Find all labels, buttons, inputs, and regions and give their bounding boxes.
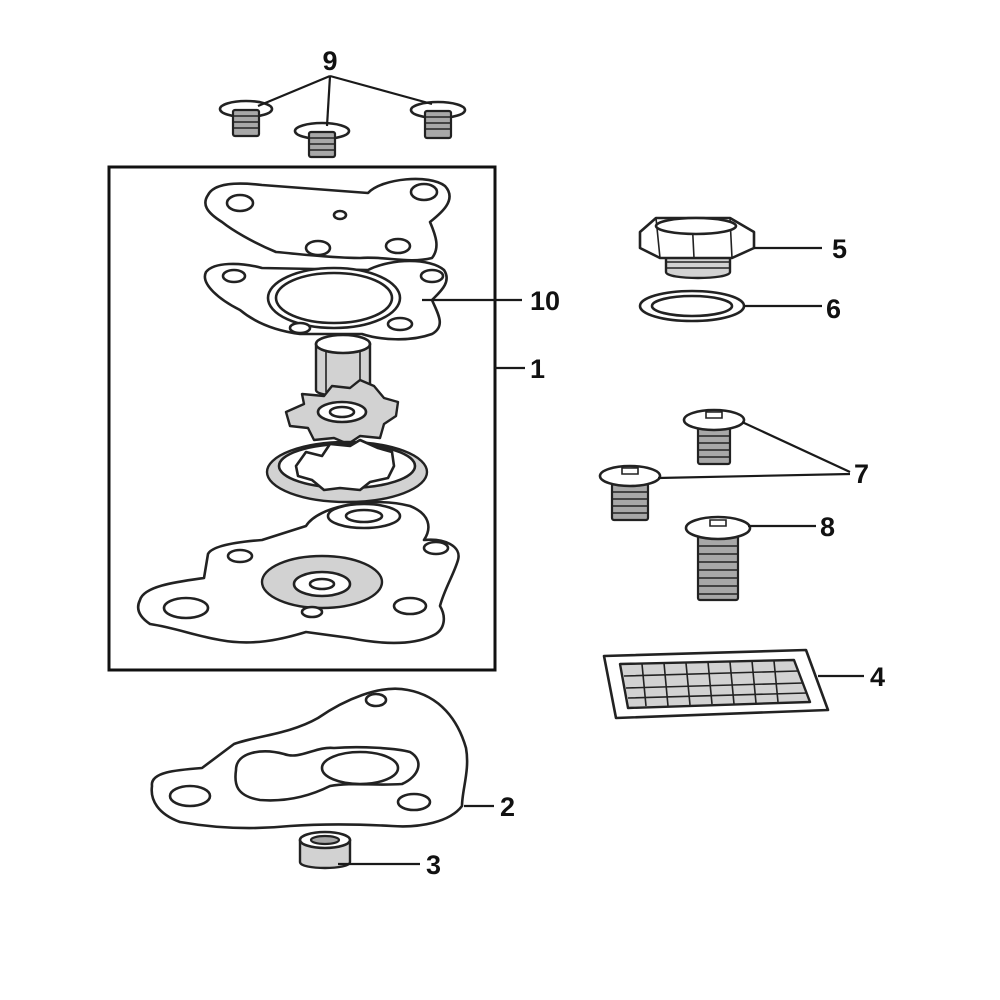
leader-9-right	[329, 74, 433, 106]
part-6-washer	[638, 289, 746, 323]
pump-housing	[136, 500, 460, 645]
callout-9: 9	[322, 46, 337, 76]
callout-4: 4	[870, 662, 885, 692]
part-9-screw-middle	[293, 121, 351, 159]
callout-1: 1	[530, 354, 545, 384]
inner-rotor	[284, 378, 400, 446]
assembly-1-frame	[107, 165, 497, 672]
callout-7: 7	[854, 459, 869, 489]
part-9-screw-left	[218, 99, 274, 138]
part-7-bolt-upper	[682, 408, 746, 466]
part-9-screw-right	[409, 100, 467, 140]
part-8-long-bolt	[684, 515, 752, 602]
callout-6: 6	[826, 294, 841, 324]
part-5-hex-plug	[638, 216, 756, 280]
callout-8: 8	[820, 512, 835, 542]
leader-lines	[257, 74, 864, 866]
part-3-bushing	[298, 830, 352, 870]
part-2-lower-gasket	[150, 687, 469, 830]
leader-9-middle	[325, 75, 332, 127]
part-10-gasket	[203, 259, 448, 341]
callout-10: 10	[530, 286, 560, 316]
leader-7-upper	[741, 421, 851, 473]
callout-5: 5	[832, 234, 847, 264]
callout-3: 3	[426, 850, 441, 880]
leader-9-left	[257, 74, 331, 108]
outer-rotor-ring	[265, 438, 429, 504]
callout-2: 2	[500, 792, 515, 822]
part-4-strainer-screen	[602, 648, 830, 720]
leader-7-lower	[657, 472, 851, 480]
pump-cover-plate	[204, 177, 451, 262]
part-7-bolt-lower	[598, 464, 662, 522]
